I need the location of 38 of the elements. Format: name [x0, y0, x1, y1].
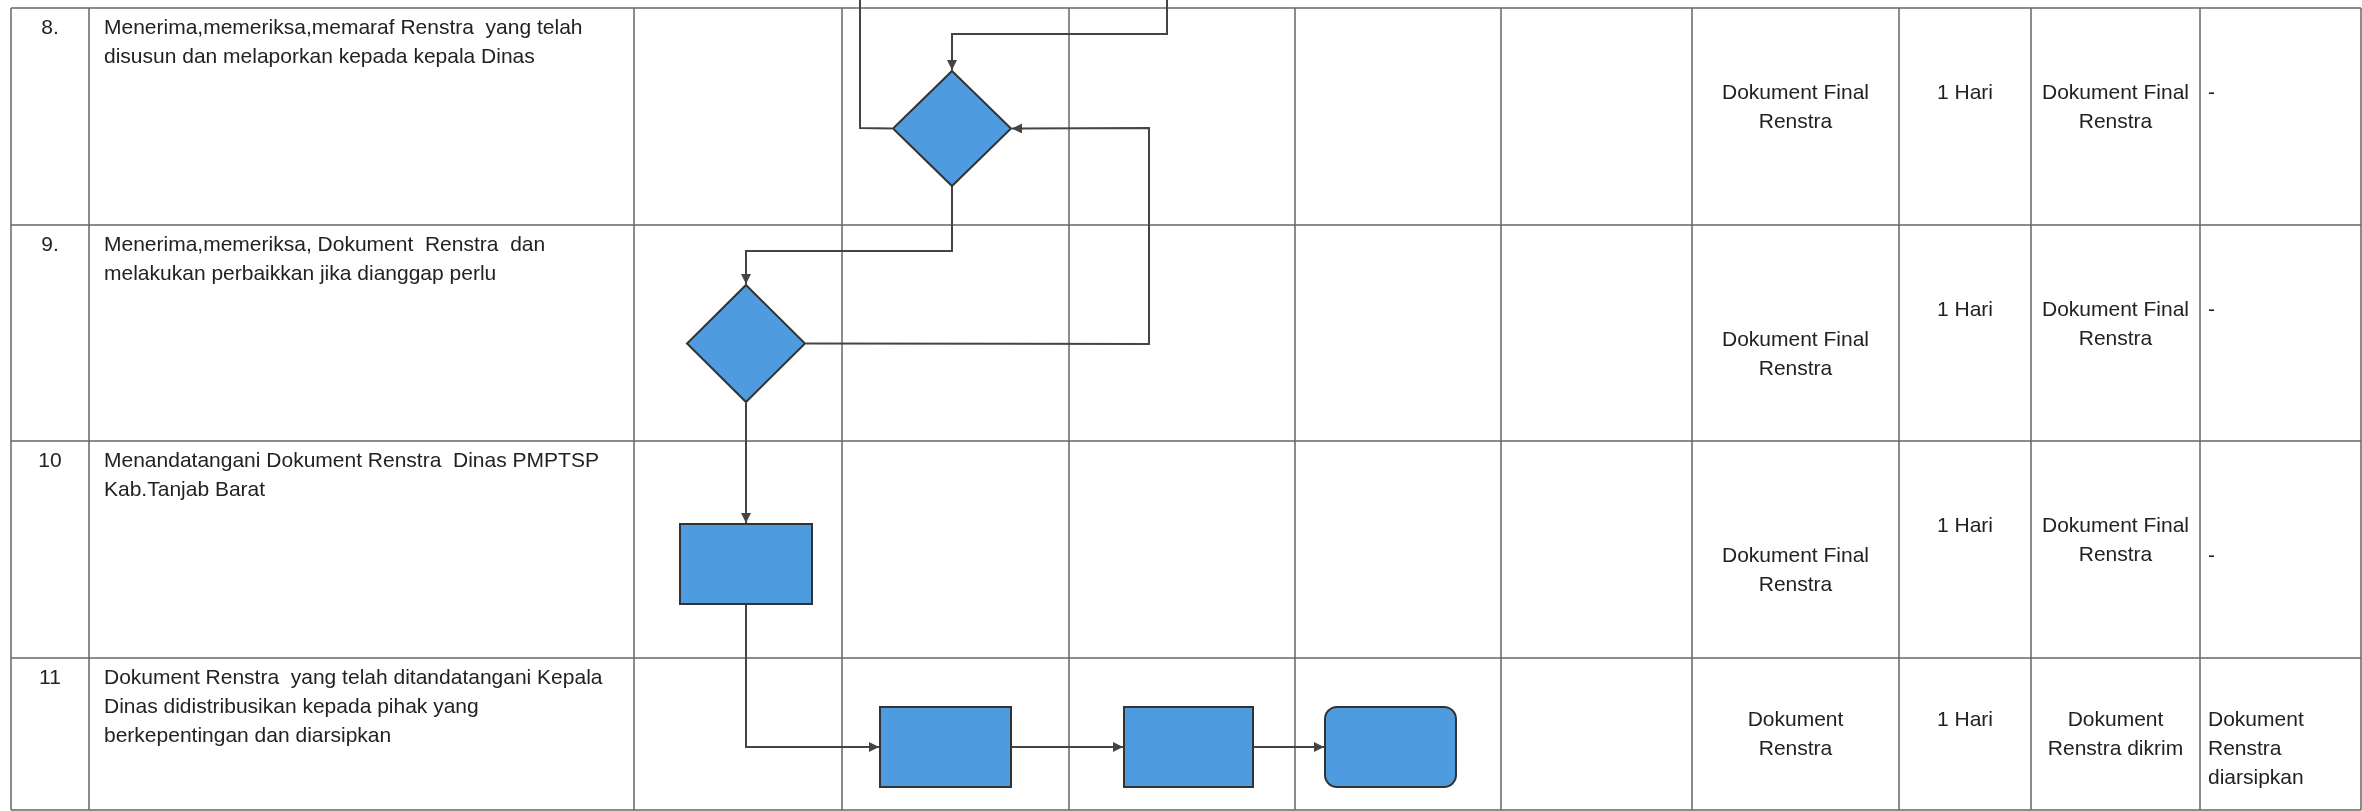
note-text: -: [2208, 296, 2216, 322]
flow-arrow: [1011, 742, 1124, 752]
note-text: Dokument Renstra diarsipkan: [2208, 706, 2305, 790]
note-text: -: [2208, 542, 2216, 568]
note-text: -: [2208, 79, 2216, 105]
terminal-box: [1324, 706, 1457, 788]
step-number: 9.: [40, 231, 60, 257]
input-document: Dokument Renstra: [1746, 706, 1845, 761]
process-box: [1123, 706, 1254, 788]
duration: 1 Hari: [1936, 79, 1994, 105]
duration: 1 Hari: [1936, 706, 1994, 732]
input-document: Dokument Final Renstra: [1720, 326, 1871, 381]
output-document: Dokument Final Renstra: [2040, 296, 2191, 351]
step-number: 11: [38, 664, 62, 690]
step-number: 8.: [40, 14, 60, 40]
process-box: [679, 523, 813, 605]
flow-arrow: [741, 186, 953, 285]
step-number: 10: [37, 447, 63, 473]
duration: 1 Hari: [1936, 296, 1994, 322]
step-description: Menandatangani Dokument Renstra Dinas PMPTSP Kab.Tanjab Barat: [104, 447, 600, 502]
output-document: Dokument Renstra dikrim: [2046, 706, 2185, 761]
step-description: Menerima,memeriksa, Dokument Renstra dan melakukan perbaikkan jika dianggap perlu: [104, 231, 547, 286]
input-document: Dokument Final Renstra: [1720, 79, 1871, 134]
process-box: [879, 706, 1012, 788]
flow-line: [859, 0, 893, 130]
duration: 1 Hari: [1936, 512, 1994, 538]
decision-diamond: [892, 70, 1012, 187]
input-document: Dokument Final Renstra: [1720, 542, 1871, 597]
output-document: Dokument Final Renstra: [2040, 79, 2191, 134]
flow-arrow: [805, 123, 1150, 345]
step-description: Dokument Renstra yang telah ditandatangani Kepala Dinas didistribusikan kepada pihak yang berkepentingan dan diarsipkan: [104, 664, 604, 748]
output-document: Dokument Final Renstra: [2040, 512, 2191, 567]
flow-arrow: [741, 402, 751, 524]
flow-arrow: [1253, 742, 1325, 752]
step-description: Menerima,memeriksa,memaraf Renstra yang telah disusun dan melaporkan kepada kepala Dinas: [104, 14, 584, 69]
flow-arrow: [745, 604, 880, 752]
decision-diamond: [686, 284, 806, 403]
flow-arrow: [947, 0, 1168, 71]
